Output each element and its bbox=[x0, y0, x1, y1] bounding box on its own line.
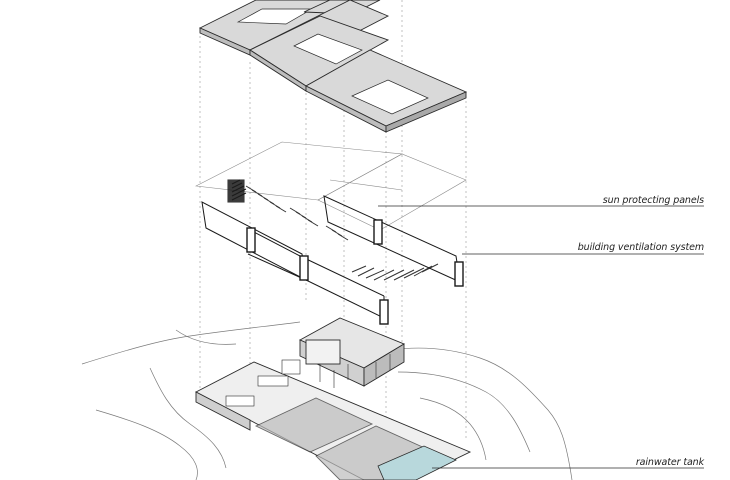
roof-slab-back bbox=[198, 0, 381, 56]
ventilation-outline bbox=[194, 141, 467, 231]
louver bbox=[393, 269, 415, 281]
louver bbox=[275, 205, 287, 213]
vent-unit-3 bbox=[373, 219, 383, 245]
contour-line-4 bbox=[95, 409, 198, 480]
sun-protecting-panels-back bbox=[227, 179, 247, 203]
duct-frame-front-2 bbox=[249, 229, 385, 297]
ground-floor-layer bbox=[195, 317, 472, 480]
sun-protecting-panels-diagonal-1 bbox=[245, 185, 349, 241]
furniture bbox=[225, 359, 301, 407]
contour-line-2 bbox=[175, 329, 237, 345]
callout-rainwater: rainwater tank bbox=[432, 457, 705, 469]
upper-volume-wall-r bbox=[363, 343, 405, 387]
callout-label-sun-panels: sun protecting panels bbox=[603, 195, 704, 206]
ventilation-plane-right bbox=[317, 153, 467, 231]
contour-line-5 bbox=[389, 347, 573, 480]
louver bbox=[357, 267, 375, 277]
ventilation-units bbox=[246, 219, 464, 325]
roof-slab-middle bbox=[248, 0, 390, 92]
louver bbox=[373, 269, 395, 281]
ventilation-ducts bbox=[201, 195, 461, 320]
vent-unit-2 bbox=[299, 255, 309, 281]
contour-line-3 bbox=[149, 367, 227, 469]
roof-slab-front bbox=[305, 49, 468, 133]
louver bbox=[383, 269, 405, 281]
contour-line-1 bbox=[81, 321, 301, 365]
callout-ventilation: building ventilation system bbox=[462, 242, 704, 255]
stair-block bbox=[305, 339, 341, 365]
main-floor-wall-left bbox=[195, 391, 251, 431]
ventilation-plane-edge bbox=[329, 179, 403, 191]
window-mullions bbox=[319, 354, 391, 388]
contour-line-6 bbox=[397, 371, 531, 453]
ventilation-layer bbox=[194, 141, 467, 325]
rainwater-tank bbox=[377, 445, 457, 480]
skylight-front bbox=[351, 79, 429, 115]
callout-label-rainwater: rainwater tank bbox=[636, 457, 705, 468]
desk bbox=[225, 395, 255, 407]
vent-unit-5 bbox=[379, 299, 389, 325]
contour-line-7 bbox=[419, 397, 487, 461]
louver bbox=[365, 269, 385, 279]
louver-block bbox=[227, 179, 245, 203]
louver bbox=[403, 267, 425, 279]
vent-unit-4 bbox=[454, 261, 464, 287]
vent-unit-1 bbox=[246, 227, 256, 253]
desk bbox=[257, 375, 289, 387]
louver bbox=[337, 233, 349, 241]
desk bbox=[281, 359, 301, 375]
duct-frame-right bbox=[323, 195, 461, 283]
callout-label-ventilation: building ventilation system bbox=[578, 242, 704, 253]
terrain-contours bbox=[81, 321, 573, 480]
roof-slab-front-side-r bbox=[385, 91, 467, 133]
louver bbox=[307, 219, 319, 227]
louver bbox=[351, 265, 367, 273]
floor-hatch-left bbox=[254, 397, 374, 453]
roof-layer bbox=[198, 0, 468, 133]
skylight-middle bbox=[293, 33, 363, 65]
rainwater-tank-surface bbox=[377, 445, 457, 480]
callout-sun-panels: sun protecting panels bbox=[378, 195, 704, 207]
